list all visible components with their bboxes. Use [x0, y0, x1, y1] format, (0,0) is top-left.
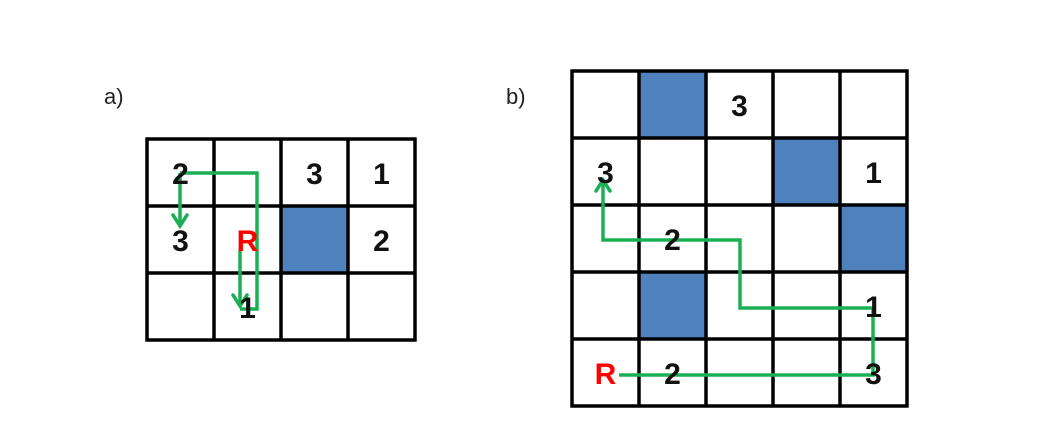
cell-number: 2 — [373, 225, 390, 258]
arrow-head — [594, 176, 612, 193]
cell-number: 1 — [373, 158, 390, 191]
cell-number: 3 — [865, 358, 882, 391]
robot-marker: R — [595, 358, 617, 391]
blocked-cell — [774, 139, 839, 204]
cell-number: 1 — [239, 292, 256, 325]
panel-a-label: a) — [104, 84, 124, 109]
cell-number: 3 — [731, 90, 748, 123]
path-line — [180, 171, 259, 311]
blocked-cell — [282, 207, 347, 272]
cell-number: 3 — [597, 157, 614, 190]
panel-b-label: b) — [506, 84, 526, 109]
path-line — [601, 180, 875, 377]
panel-b-grid: 3 3 1 2 1R 2 3 — [570, 69, 909, 408]
blocked-cell — [640, 72, 705, 137]
cell-number: 1 — [865, 291, 882, 324]
robot-marker: R — [237, 225, 259, 258]
cell-number: 3 — [306, 158, 323, 191]
arrow-head — [171, 213, 189, 230]
blocked-cell — [640, 273, 705, 338]
cell-number: 2 — [664, 358, 681, 391]
cell-number: 1 — [865, 157, 882, 190]
arrow-head — [231, 293, 249, 310]
blocked-cell — [841, 206, 906, 271]
cell-number: 2 — [664, 224, 681, 257]
cell-number: 3 — [172, 225, 189, 258]
cell-number: 2 — [172, 158, 189, 191]
